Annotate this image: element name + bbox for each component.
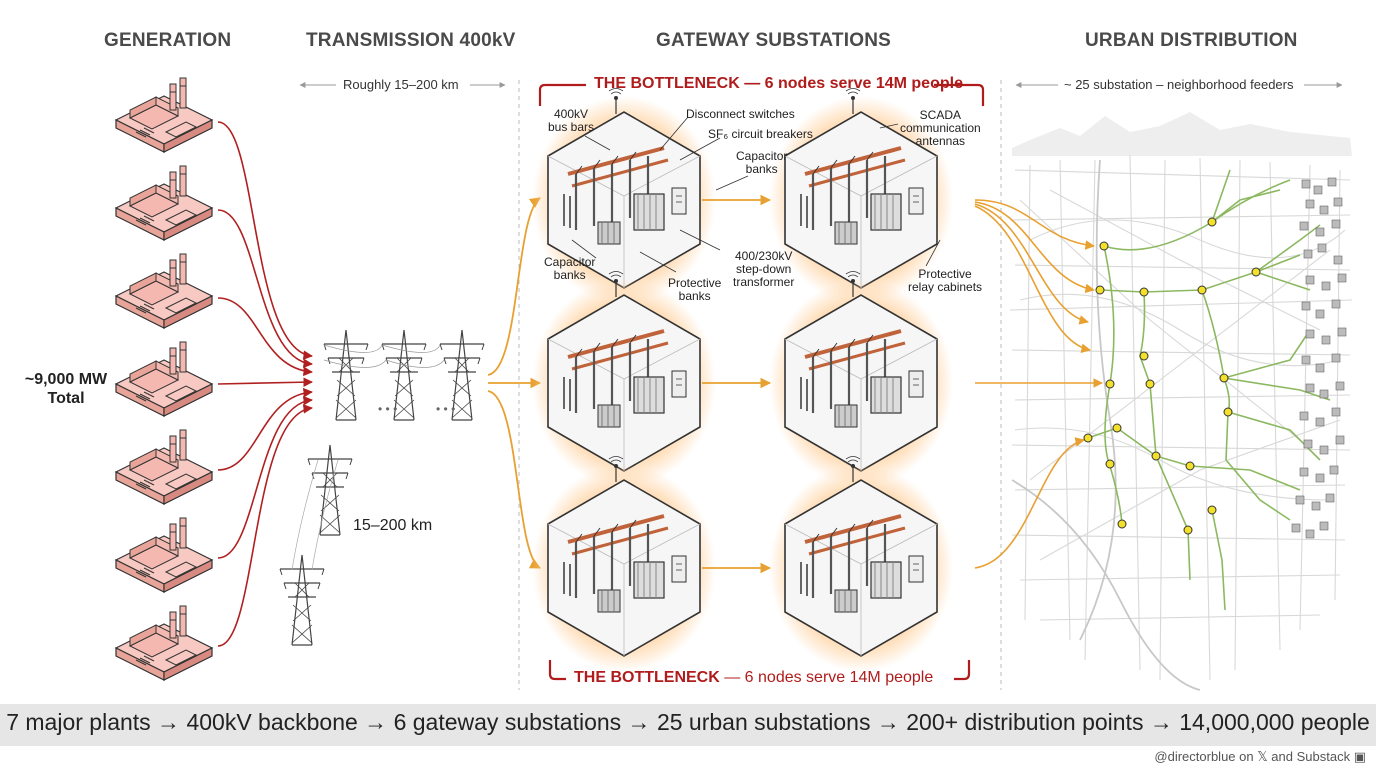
transmission-towers-receding bbox=[279, 444, 353, 646]
annotation-capacitor-top-line2: banks bbox=[745, 162, 778, 176]
generation-total-value: ~9,000 MW bbox=[24, 371, 108, 388]
annotation-bus-bars-line2: bus bars bbox=[548, 120, 595, 134]
urban-feed-arrows bbox=[974, 199, 1103, 569]
generation-total: ~9,000 MW Total bbox=[14, 370, 118, 408]
transmission-span-label: Roughly 15–200 km bbox=[343, 77, 459, 92]
tower-ellipsis-1: • • • bbox=[378, 402, 397, 416]
annotation-bus-bars-line1: 400kV bbox=[554, 107, 589, 121]
annotation-relay-line1: Protective bbox=[918, 267, 972, 281]
power-plant-7 bbox=[115, 605, 213, 681]
annotation-leaders bbox=[571, 116, 941, 273]
bottleneck-bracket-top bbox=[538, 83, 985, 106]
annotation-protective-banks-line1: Protective bbox=[668, 276, 722, 290]
column-title-urban: URBAN DISTRIBUTION bbox=[1085, 30, 1298, 51]
annotation-protective-banks: Protective banks bbox=[668, 277, 721, 303]
distribution-feeders bbox=[1087, 169, 1331, 611]
power-plant-3 bbox=[115, 253, 213, 329]
residential-blocks bbox=[1291, 177, 1347, 539]
urban-span-label: ~ 25 substation – neighborhood feeders bbox=[1064, 77, 1294, 92]
bottleneck-bracket-bottom bbox=[548, 660, 971, 681]
annotation-scada: SCADA communication antennas bbox=[900, 109, 981, 148]
annotation-transformer-line1: 400/230kV bbox=[734, 249, 793, 263]
substation-row2-b bbox=[769, 269, 953, 487]
annotation-relay-line2: relay cabinets bbox=[908, 280, 983, 294]
grid-diagram: • • • • • • bbox=[115, 77, 1353, 691]
transmission-towers-front bbox=[323, 329, 485, 421]
substation-row3-b bbox=[769, 454, 953, 672]
bottleneck-bottom-rest: — 6 nodes serve 14M people bbox=[719, 669, 934, 686]
annotation-disconnect-switches: Disconnect switches bbox=[686, 107, 795, 121]
credit-line: @directorblue on 𝕏 and Substack ▣ bbox=[1154, 749, 1366, 765]
substation-row1-b bbox=[769, 86, 953, 304]
bookmark-icon: ▣ bbox=[1353, 749, 1366, 764]
column-title-transmission: TRANSMISSION 400kV bbox=[306, 30, 516, 51]
annotation-transformer: 400/230kV step-down transformer bbox=[733, 250, 794, 289]
city-map bbox=[1009, 112, 1353, 691]
bottleneck-label-bottom: THE BOTTLENECK — 6 nodes serve 14M peopl… bbox=[574, 669, 933, 687]
power-plant-4 bbox=[115, 341, 213, 417]
annotation-relay-cabinets: Protective relay cabinets bbox=[908, 268, 982, 294]
annotation-capacitor-top-line1: Capacitor bbox=[736, 149, 788, 163]
column-title-gateway: GATEWAY SUBSTATIONS bbox=[656, 30, 891, 51]
distribution-nodes bbox=[1083, 217, 1261, 535]
annotation-transformer-line2: step-down bbox=[735, 262, 792, 276]
annotation-capacitor-banks-left: Capacitor banks bbox=[544, 256, 595, 282]
substation-link-arrows bbox=[702, 194, 772, 574]
transmission-feed-arrows bbox=[487, 197, 542, 569]
annotation-scada-line3: antennas bbox=[915, 134, 966, 148]
credit-text: @directorblue on 𝕏 and Substack bbox=[1154, 749, 1351, 764]
tower-ellipsis-2: • • • bbox=[436, 402, 455, 416]
substation-row2-a bbox=[532, 269, 716, 487]
annotation-protective-banks-line2: banks bbox=[678, 289, 711, 303]
annotation-circuit-breakers: SF₆ circuit breakers bbox=[708, 127, 813, 141]
annotation-transformer-line3: transformer bbox=[733, 275, 795, 289]
annotation-capacitor-left-line2: banks bbox=[553, 268, 586, 282]
annotation-scada-line2: communication bbox=[900, 121, 981, 135]
bottleneck-label-top: THE BOTTLENECK — 6 nodes serve 14M peopl… bbox=[594, 75, 963, 92]
transmission-distance-label: 15–200 km bbox=[353, 517, 433, 534]
substation-row3-a bbox=[532, 454, 716, 672]
power-plant-2 bbox=[115, 165, 213, 241]
substation-row1-a bbox=[532, 86, 716, 304]
annotation-scada-line1: SCADA bbox=[919, 108, 962, 122]
annotation-bus-bars: 400kV bus bars bbox=[548, 108, 594, 134]
power-plant-6 bbox=[115, 517, 213, 593]
power-plant-5 bbox=[115, 429, 213, 505]
power-plant-1 bbox=[115, 77, 213, 153]
generation-total-label: Total bbox=[47, 390, 85, 407]
generation-feed-arrows bbox=[217, 121, 313, 647]
footer-flow-summary: 7 major plants → 400kV backbone → 6 gate… bbox=[6, 709, 1370, 735]
annotation-capacitor-banks-top: Capacitor banks bbox=[736, 150, 787, 176]
column-title-generation: GENERATION bbox=[104, 30, 232, 51]
bottleneck-bottom-bold: THE BOTTLENECK bbox=[574, 669, 720, 686]
footer-band bbox=[0, 704, 1376, 746]
annotation-capacitor-left-line1: Capacitor bbox=[544, 255, 596, 269]
